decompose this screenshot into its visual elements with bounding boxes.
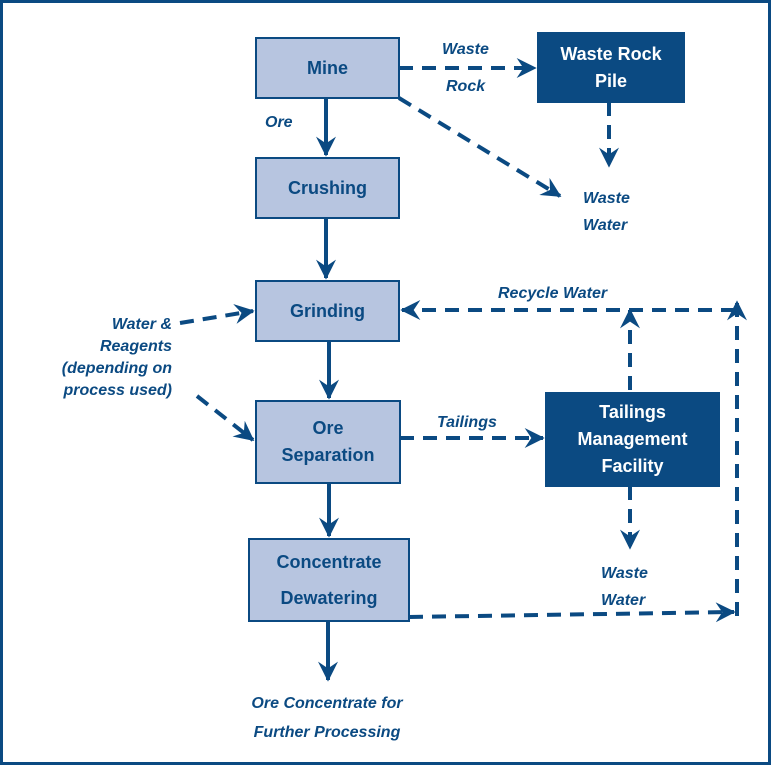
recycle-water-label: Recycle Water — [498, 285, 608, 302]
arrow-reagents-to-separation — [195, 394, 255, 442]
ore-label: Ore — [265, 114, 293, 131]
tailings-label: Tailings — [437, 414, 497, 431]
waste-rock-pile-box: Waste Rock Pile — [537, 32, 685, 103]
arrow-mine-to-waste-water — [397, 96, 562, 198]
waste-rock-label-top: Waste — [442, 41, 489, 58]
grinding-box: Grinding — [255, 280, 400, 342]
waste-water-label-top: Waste Water — [583, 190, 630, 234]
arrow-reagents-to-grinding — [179, 304, 255, 325]
concentrate-dewatering-box: Concentrate Dewatering — [248, 538, 410, 622]
ore-concentrate-label: Ore Concentrate for Further Processing — [251, 695, 403, 741]
waste-rock-label-bottom: Rock — [446, 78, 486, 95]
ore-separation-box: Ore Separation — [255, 400, 401, 484]
waste-water-label-bottom: Waste Water — [601, 565, 648, 609]
water-reagents-label: Water & Reagents (depending on process u… — [61, 316, 172, 399]
crushing-box: Crushing — [255, 157, 400, 219]
tailings-facility-box: Tailings Management Facility — [545, 392, 720, 487]
mine-box: Mine — [255, 37, 400, 99]
arrow-dewatering-to-right — [408, 602, 736, 623]
